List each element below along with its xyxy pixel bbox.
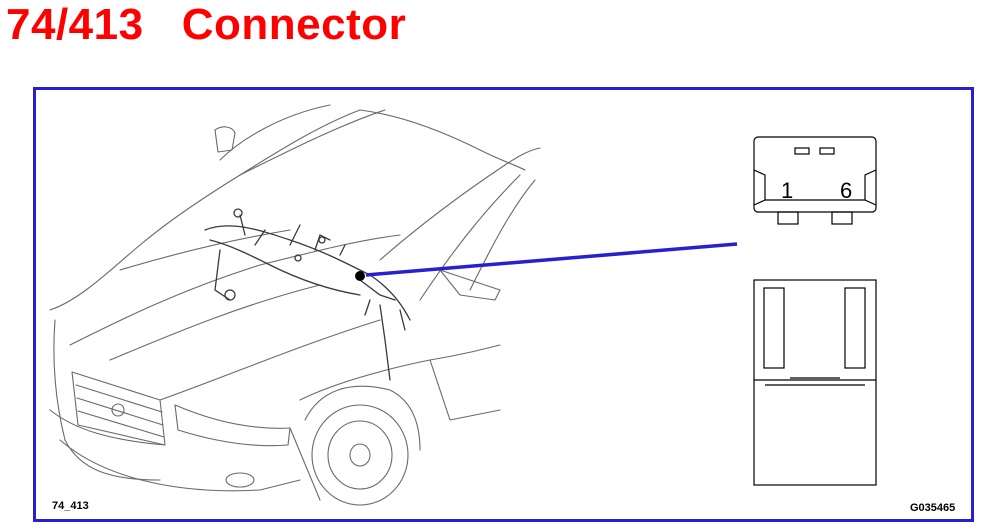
pin-6-label: 6 — [840, 178, 853, 203]
diagram-frame — [33, 87, 974, 522]
connector-rear-view — [753, 279, 877, 486]
diagram-id-label: 74_413 — [52, 500, 89, 512]
connector-location-marker — [355, 271, 365, 281]
car-illustration — [49, 104, 541, 506]
leader-line — [365, 242, 738, 277]
page-title: 74/413 Connector — [6, 0, 407, 49]
connector-front-view — [753, 136, 877, 225]
image-ref-label: G035465 — [910, 502, 956, 514]
pin-1-label: 1 — [781, 178, 794, 203]
wiring-harness — [204, 208, 411, 381]
